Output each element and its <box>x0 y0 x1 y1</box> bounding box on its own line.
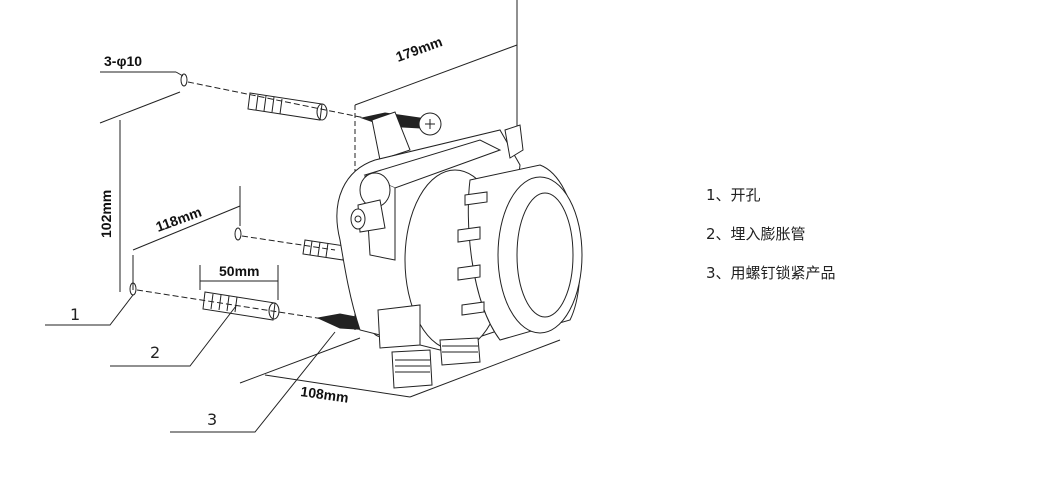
dim-label-height: 102mm <box>98 190 114 238</box>
callout-leader-1 <box>45 294 134 326</box>
dim-label-anchor: 50mm <box>219 263 259 279</box>
dim-line <box>99 91 181 124</box>
legend-item: 2、埋入膨胀管 <box>706 225 806 243</box>
dim-label-base: 108mm <box>300 383 350 406</box>
steps-legend: 1、开孔 2、埋入膨胀管 3、用螺钉锁紧产品 <box>706 176 836 293</box>
dim-line-118 <box>132 205 241 251</box>
callout-leader-3 <box>170 331 336 433</box>
dim-label-depth: 179mm <box>394 33 445 65</box>
hole-icon <box>234 227 242 241</box>
legend-item: 3、用螺钉锁紧产品 <box>706 264 836 282</box>
dim-line-108 <box>264 374 411 398</box>
reference-line <box>239 337 361 384</box>
legend-item: 1、开孔 <box>706 186 761 204</box>
expansion-anchor-icon <box>247 92 328 121</box>
reference-line <box>409 339 561 398</box>
dim-line-179 <box>354 44 518 106</box>
dim-label-width: 118mm <box>154 204 204 235</box>
callout-2: 2 <box>150 343 160 362</box>
expansion-anchor-icon <box>302 239 346 261</box>
callout-leader-2 <box>110 305 237 367</box>
expansion-anchor-icon <box>202 291 280 321</box>
callout-3: 3 <box>207 410 217 429</box>
device-body <box>336 111 583 389</box>
dim-label-holes: 3-φ10 <box>104 53 142 69</box>
hole-icon <box>180 73 188 87</box>
callout-1: 1 <box>70 305 80 324</box>
